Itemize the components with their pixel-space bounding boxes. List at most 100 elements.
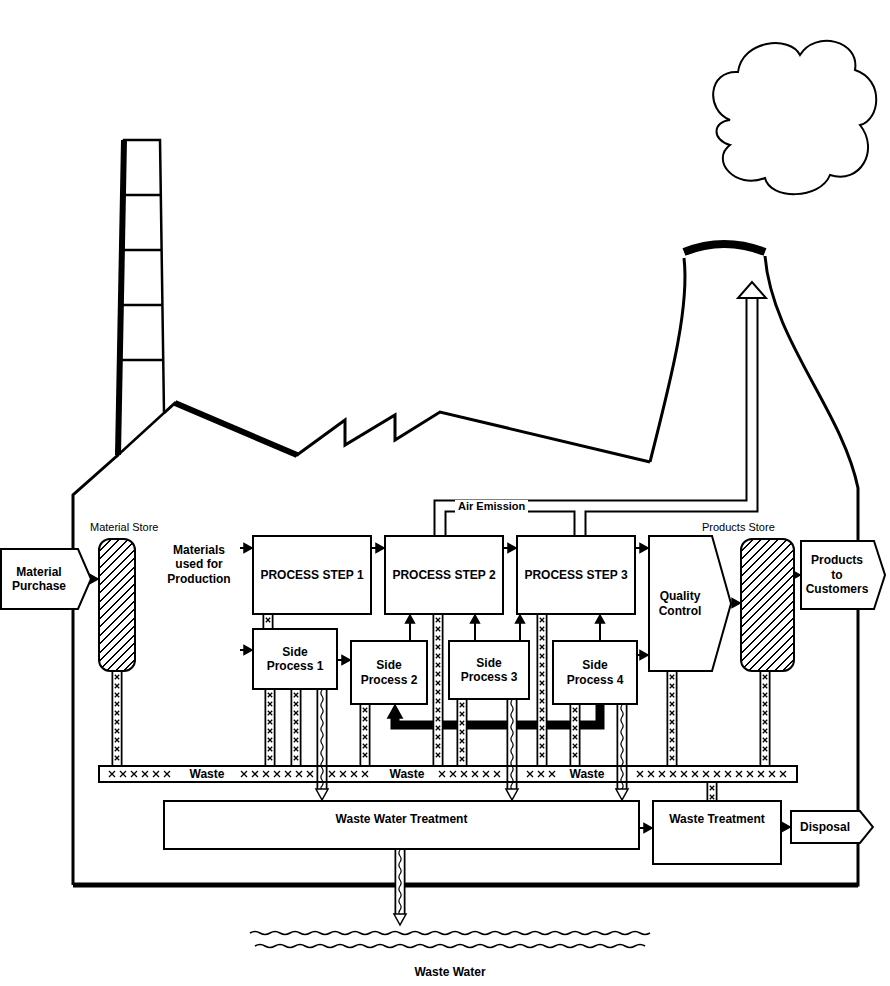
waste-pipe xyxy=(460,700,464,765)
water-wave xyxy=(621,705,623,790)
x-mark xyxy=(573,753,577,757)
arrowhead xyxy=(732,599,740,608)
arrow-line xyxy=(474,622,476,640)
x-mark xyxy=(296,771,302,777)
x-mark xyxy=(115,756,119,760)
node-label: Quality Control xyxy=(652,589,708,618)
x-mark xyxy=(540,690,544,694)
x-mark xyxy=(363,708,367,712)
waste-water: Waste Water xyxy=(250,925,650,983)
x-mark xyxy=(351,771,357,777)
pipe-inside xyxy=(458,700,466,765)
x-mark xyxy=(659,771,665,777)
pipe-wall xyxy=(263,615,274,628)
x-mark xyxy=(294,702,298,706)
flow-arrow xyxy=(406,615,415,640)
waste-pipe xyxy=(763,672,767,765)
x-mark xyxy=(780,771,786,777)
pipe-inside xyxy=(318,690,326,790)
water-pipe xyxy=(506,700,518,800)
node-label: Products to Customers xyxy=(804,553,870,596)
x-mark xyxy=(540,636,544,640)
x-mark xyxy=(472,771,478,777)
arrowhead xyxy=(376,544,384,553)
x-mark xyxy=(131,771,137,777)
x-mark xyxy=(436,618,440,622)
x-mark xyxy=(549,771,555,777)
x-mark xyxy=(747,771,753,777)
pipe-wall xyxy=(507,700,518,790)
x-mark xyxy=(460,703,464,707)
air-emission-pipe xyxy=(440,298,752,535)
x-mark xyxy=(274,771,280,777)
x-mark xyxy=(285,771,291,777)
pipe-inside xyxy=(538,615,546,765)
x-mark xyxy=(263,771,269,777)
x-mark xyxy=(268,729,272,733)
pipe-inside xyxy=(434,615,442,765)
arrowhead xyxy=(506,789,518,800)
x-mark xyxy=(436,726,440,730)
pipe-wall xyxy=(707,783,718,800)
x-mark xyxy=(268,756,272,760)
x-mark xyxy=(540,663,544,667)
x-mark xyxy=(670,720,674,724)
x-mark xyxy=(710,795,714,799)
x-mark xyxy=(573,708,577,712)
side-process-box: Side Process 3 xyxy=(448,640,530,700)
x-mark xyxy=(763,711,767,715)
arrowhead xyxy=(471,615,480,623)
x-mark xyxy=(450,771,456,777)
x-mark xyxy=(363,753,367,757)
x-mark xyxy=(670,729,674,733)
x-mark xyxy=(241,771,247,777)
x-mark xyxy=(736,771,742,777)
x-mark xyxy=(710,786,714,790)
x-mark xyxy=(670,711,674,715)
arrowhead xyxy=(388,705,402,718)
waste-pipe xyxy=(268,690,272,765)
pipe-inside xyxy=(396,850,404,915)
arrow-body xyxy=(1,549,91,609)
pipe-inside xyxy=(508,700,516,790)
cooling-tower-side xyxy=(650,258,685,462)
pipe-wall xyxy=(395,850,406,915)
x-mark xyxy=(115,720,119,724)
x-mark xyxy=(115,684,119,688)
x-mark xyxy=(460,712,464,716)
band-label: Waste xyxy=(568,767,607,781)
x-mark xyxy=(540,681,544,685)
x-mark xyxy=(436,699,440,703)
x-mark xyxy=(115,693,119,697)
flow-arrow xyxy=(638,651,648,660)
node-label: Side Process 1 xyxy=(258,645,332,674)
x-mark xyxy=(436,627,440,631)
x-mark xyxy=(540,627,544,631)
x-mark xyxy=(763,738,767,742)
x-mark xyxy=(115,738,119,742)
x-mark xyxy=(763,702,767,706)
x-mark xyxy=(153,771,159,777)
x-mark xyxy=(670,675,674,679)
x-mark xyxy=(758,771,764,777)
x-mark xyxy=(329,771,335,777)
x-mark xyxy=(362,771,368,777)
x-mark xyxy=(527,771,533,777)
x-mark xyxy=(268,720,272,724)
x-mark xyxy=(725,771,731,777)
node-label: PROCESS STEP 3 xyxy=(524,568,627,582)
waste-pipe xyxy=(294,690,298,765)
x-mark xyxy=(703,771,709,777)
flow-arrow xyxy=(516,615,525,640)
flow-arrow xyxy=(471,615,480,640)
process-box: PROCESS STEP 3 xyxy=(516,535,636,615)
x-mark xyxy=(142,771,148,777)
flow-arrow xyxy=(640,824,652,833)
waste-pipe xyxy=(266,615,270,628)
x-mark xyxy=(436,708,440,712)
x-mark xyxy=(670,771,676,777)
pipe-inside xyxy=(618,705,626,790)
pipe-inside xyxy=(708,783,716,800)
air-emission-arrowhead xyxy=(738,282,766,298)
materials-box: Materials used for Production xyxy=(158,535,240,665)
